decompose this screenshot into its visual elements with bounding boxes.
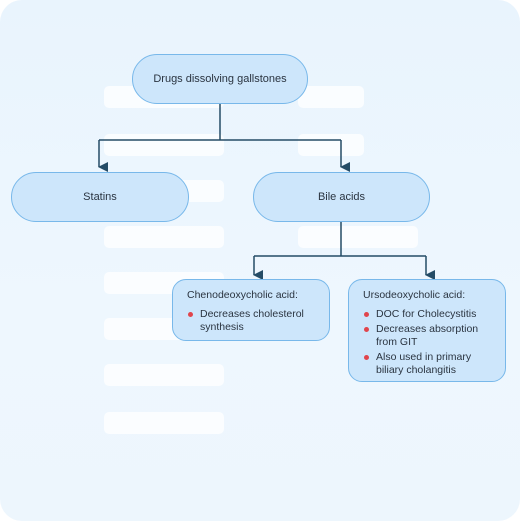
list-item: Also used in primary biliary cholangitis xyxy=(363,351,495,377)
list-item-text: Also used in primary biliary cholangitis xyxy=(376,351,472,376)
node-cdca-points: Decreases cholesterol synthesis xyxy=(187,308,319,334)
node-statins-label: Statins xyxy=(83,191,117,203)
background-bar xyxy=(298,86,364,108)
node-cdca-heading: Chenodeoxycholic acid: xyxy=(187,289,298,301)
list-item: DOC for Cholecystitis xyxy=(363,308,495,321)
list-item-text: Decreases cholesterol synthesis xyxy=(200,308,304,333)
node-root: Drugs dissolving gallstones xyxy=(132,54,308,104)
list-item: Decreases absorption from GIT xyxy=(363,323,495,349)
node-bile-acids-label: Bile acids xyxy=(317,191,366,203)
list-item-text: Decreases absorption from GIT xyxy=(376,323,479,348)
background-bar xyxy=(298,226,418,248)
node-chenodeoxycholic-acid: Chenodeoxycholic acid: Decreases cholest… xyxy=(172,279,330,341)
bullet-icon xyxy=(188,312,193,317)
bullet-icon xyxy=(364,327,369,332)
list-item-text: DOC for Cholecystitis xyxy=(376,308,477,320)
node-ursodeoxycholic-acid: Ursodeoxycholic acid: DOC for Cholecysti… xyxy=(348,279,506,382)
node-udca-heading: Ursodeoxycholic acid: xyxy=(363,289,466,301)
list-item: Decreases cholesterol synthesis xyxy=(187,308,319,334)
node-udca-points: DOC for Cholecystitis Decreases absorpti… xyxy=(363,308,495,377)
background-bar xyxy=(104,364,224,386)
node-bile-acids: Bile acids xyxy=(253,172,430,222)
background-bar xyxy=(104,226,224,248)
node-root-label: Drugs dissolving gallstones xyxy=(153,73,287,85)
bullet-icon xyxy=(364,355,369,360)
node-statins: Statins xyxy=(11,172,189,222)
background-bar xyxy=(104,412,224,434)
bullet-icon xyxy=(364,312,369,317)
